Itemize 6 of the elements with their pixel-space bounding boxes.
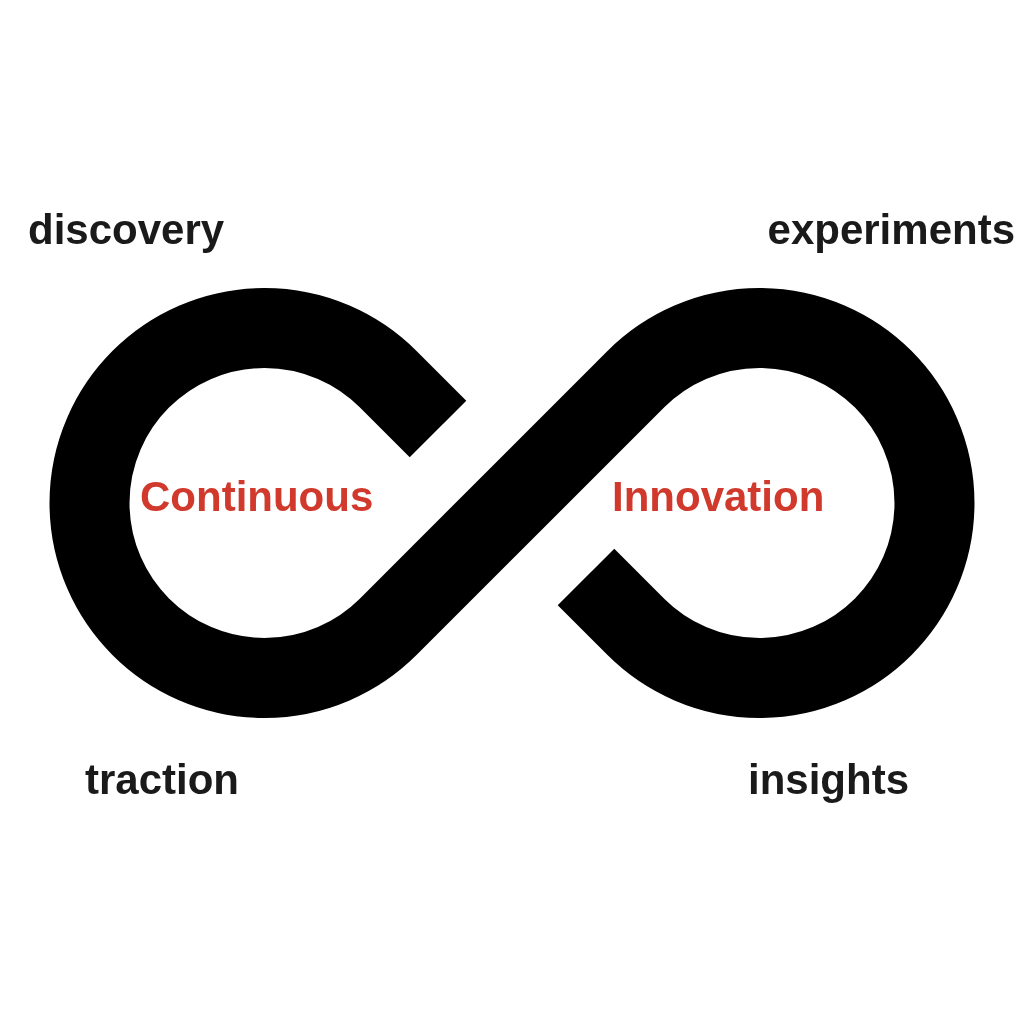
title-word: Continuous (140, 473, 374, 521)
stage-label: experiments (767, 206, 1015, 254)
stage-label: discovery (28, 206, 225, 254)
stage-label: insights (748, 756, 909, 804)
stage-label: traction (85, 756, 239, 804)
title-word: Innovation (612, 473, 825, 521)
